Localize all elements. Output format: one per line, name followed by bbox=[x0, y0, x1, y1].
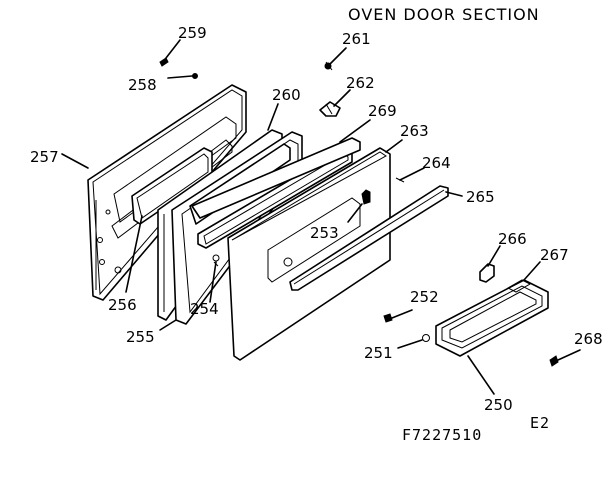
part-269-inner-glass bbox=[189, 137, 361, 249]
part-267-window-gasket bbox=[506, 279, 532, 293]
part-250-window-frame bbox=[435, 279, 549, 357]
callout-263: 263 bbox=[400, 122, 429, 140]
drawing-code: F7227510 bbox=[402, 426, 482, 444]
callout-261: 261 bbox=[342, 30, 371, 48]
part-251-washer bbox=[422, 334, 430, 342]
callout-252: 252 bbox=[410, 288, 439, 306]
callout-266: 266 bbox=[498, 230, 527, 248]
diagram-title: OVEN DOOR SECTION bbox=[348, 5, 540, 24]
callout-254: 254 bbox=[190, 300, 219, 318]
callout-269: 269 bbox=[368, 102, 397, 120]
part-265-door-handle bbox=[289, 185, 449, 291]
callout-256: 256 bbox=[108, 296, 137, 314]
part-263-outer-door-panel bbox=[227, 147, 391, 361]
callout-268: 268 bbox=[574, 330, 603, 348]
part-258-screw bbox=[192, 73, 198, 79]
callout-labels: 259 258 257 256 255 254 260 261 262 269 … bbox=[30, 24, 603, 414]
callout-250: 250 bbox=[484, 396, 513, 414]
callout-259: 259 bbox=[178, 24, 207, 42]
callout-262: 262 bbox=[346, 74, 375, 92]
callout-257: 257 bbox=[30, 148, 59, 166]
part-261-screw bbox=[324, 61, 333, 71]
part-266-clip bbox=[479, 263, 495, 283]
callout-265: 265 bbox=[466, 188, 495, 206]
callout-264: 264 bbox=[422, 154, 451, 172]
callout-251: 251 bbox=[364, 344, 393, 362]
part-252-screw bbox=[383, 313, 393, 323]
part-259-screw bbox=[159, 57, 169, 67]
revision-code: E2 bbox=[530, 414, 550, 432]
leader-lines bbox=[61, 39, 581, 395]
callout-258: 258 bbox=[128, 76, 157, 94]
callout-255: 255 bbox=[126, 328, 155, 346]
callout-267: 267 bbox=[540, 246, 569, 264]
part-268-screw bbox=[549, 355, 559, 367]
callout-253: 253 bbox=[310, 224, 339, 242]
callout-260: 260 bbox=[272, 86, 301, 104]
